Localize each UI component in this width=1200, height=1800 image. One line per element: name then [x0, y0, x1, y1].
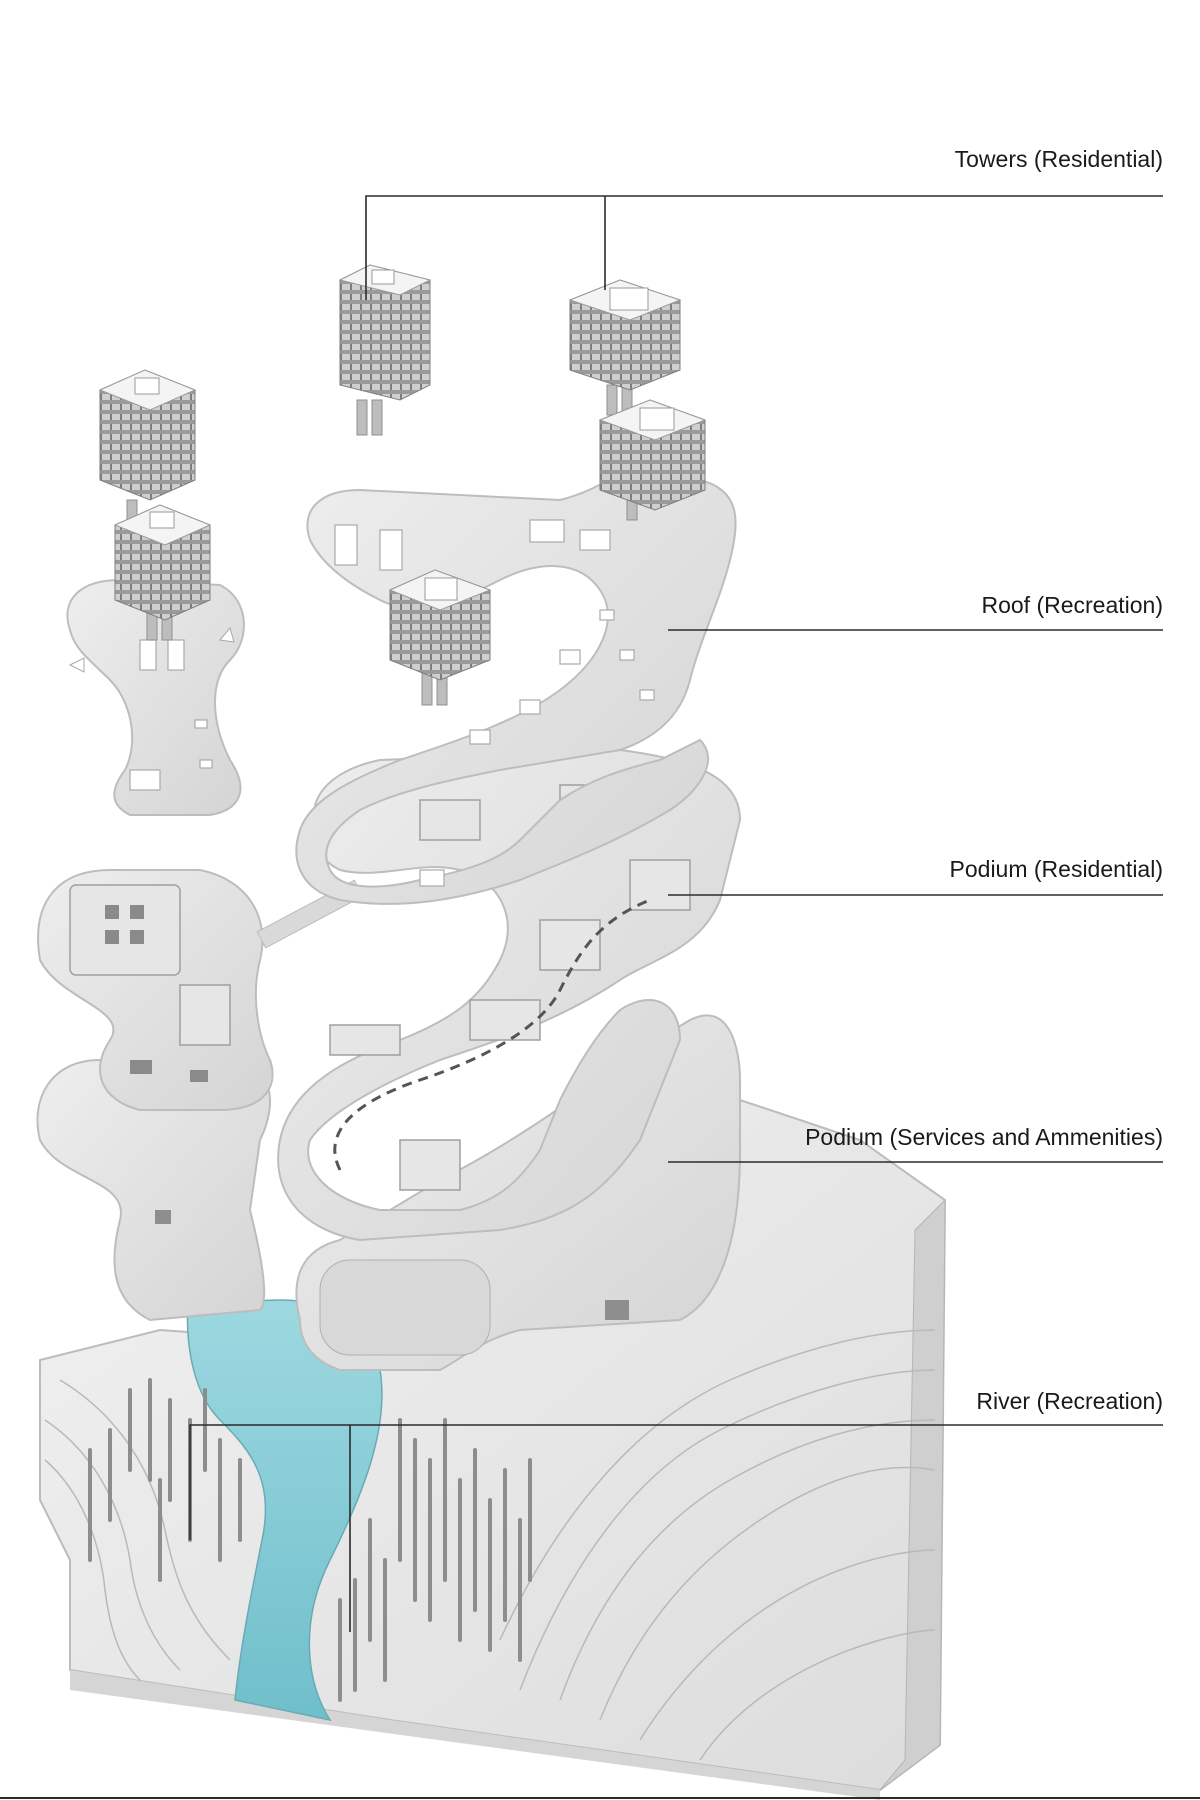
- roof-triangle-left: [70, 658, 84, 672]
- tower-1: [340, 265, 430, 435]
- services-block: [320, 1260, 490, 1355]
- podium-services-label: Podium (Services and Ammenities): [805, 1124, 1163, 1151]
- tower-2: [570, 280, 680, 415]
- services-void-2: [605, 1300, 629, 1320]
- page-bottom-rule: [0, 1797, 1200, 1799]
- services-void-3: [155, 1210, 171, 1224]
- towers-label: Towers (Residential): [955, 146, 1163, 173]
- roof-label: Roof (Recreation): [981, 592, 1163, 619]
- towers-leader: [366, 196, 1163, 300]
- tower-4: [100, 370, 195, 520]
- podium-residential-label: Podium (Residential): [950, 856, 1163, 883]
- tower-6: [390, 570, 490, 705]
- river-label: River (Recreation): [976, 1388, 1163, 1415]
